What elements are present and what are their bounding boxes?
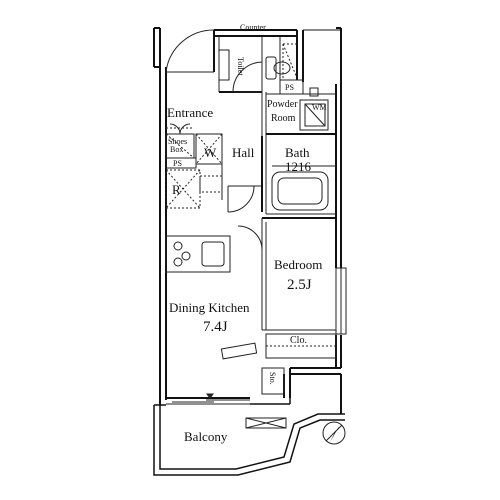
ps-top-label: PS xyxy=(285,83,294,92)
kitchen-counter xyxy=(166,236,230,272)
ps-shaft-entrance xyxy=(166,158,196,168)
dining-kitchen-label: Dining Kitchen xyxy=(169,300,250,315)
counter xyxy=(280,36,297,80)
ac-unit xyxy=(246,418,286,428)
toilet-room xyxy=(219,36,262,92)
refrigerator-label: R xyxy=(172,182,181,197)
storage xyxy=(262,368,284,394)
bedroom-size-label: 2.5J xyxy=(287,277,312,293)
powder-room xyxy=(262,88,336,136)
powder-room-label-line2: Room xyxy=(271,113,296,124)
toilet-label: Toilet xyxy=(236,57,245,76)
wardrobe-label: W xyxy=(204,145,217,160)
storage-label: Sto. xyxy=(268,372,277,385)
shoes-box-label-line1: Shoes xyxy=(168,137,188,146)
stove-icon xyxy=(174,242,190,266)
wardrobe xyxy=(196,134,222,176)
entrance-label: Entrance xyxy=(167,105,214,120)
entrance-door xyxy=(166,30,214,72)
bath-size-label: 1216 xyxy=(285,159,311,174)
hall-label: Hall xyxy=(232,145,255,160)
ps-entrance-label: PS xyxy=(173,159,182,168)
bedroom-label: Bedroom xyxy=(274,257,323,272)
balcony xyxy=(154,398,345,475)
powder-room-label-line1: Powder xyxy=(267,99,298,110)
closet-label: Clo. xyxy=(290,335,307,346)
toilet-icon xyxy=(266,57,290,79)
sink-icon xyxy=(202,242,224,266)
outer-walls xyxy=(154,28,341,405)
bathtub-icon xyxy=(272,172,328,210)
counter-label: Counter xyxy=(240,23,266,32)
closet xyxy=(266,334,336,358)
bath xyxy=(266,136,336,214)
bath-label: Bath xyxy=(285,145,310,160)
wm-label: WM xyxy=(312,103,327,112)
bedroom xyxy=(262,218,346,334)
balcony-label: Balcony xyxy=(184,429,228,444)
north-arrow-icon xyxy=(323,422,345,444)
dining-kitchen-size-label: 7.4J xyxy=(203,319,228,335)
balcony-door xyxy=(166,394,250,404)
shoes-box-label-line2: Box xyxy=(170,145,184,154)
